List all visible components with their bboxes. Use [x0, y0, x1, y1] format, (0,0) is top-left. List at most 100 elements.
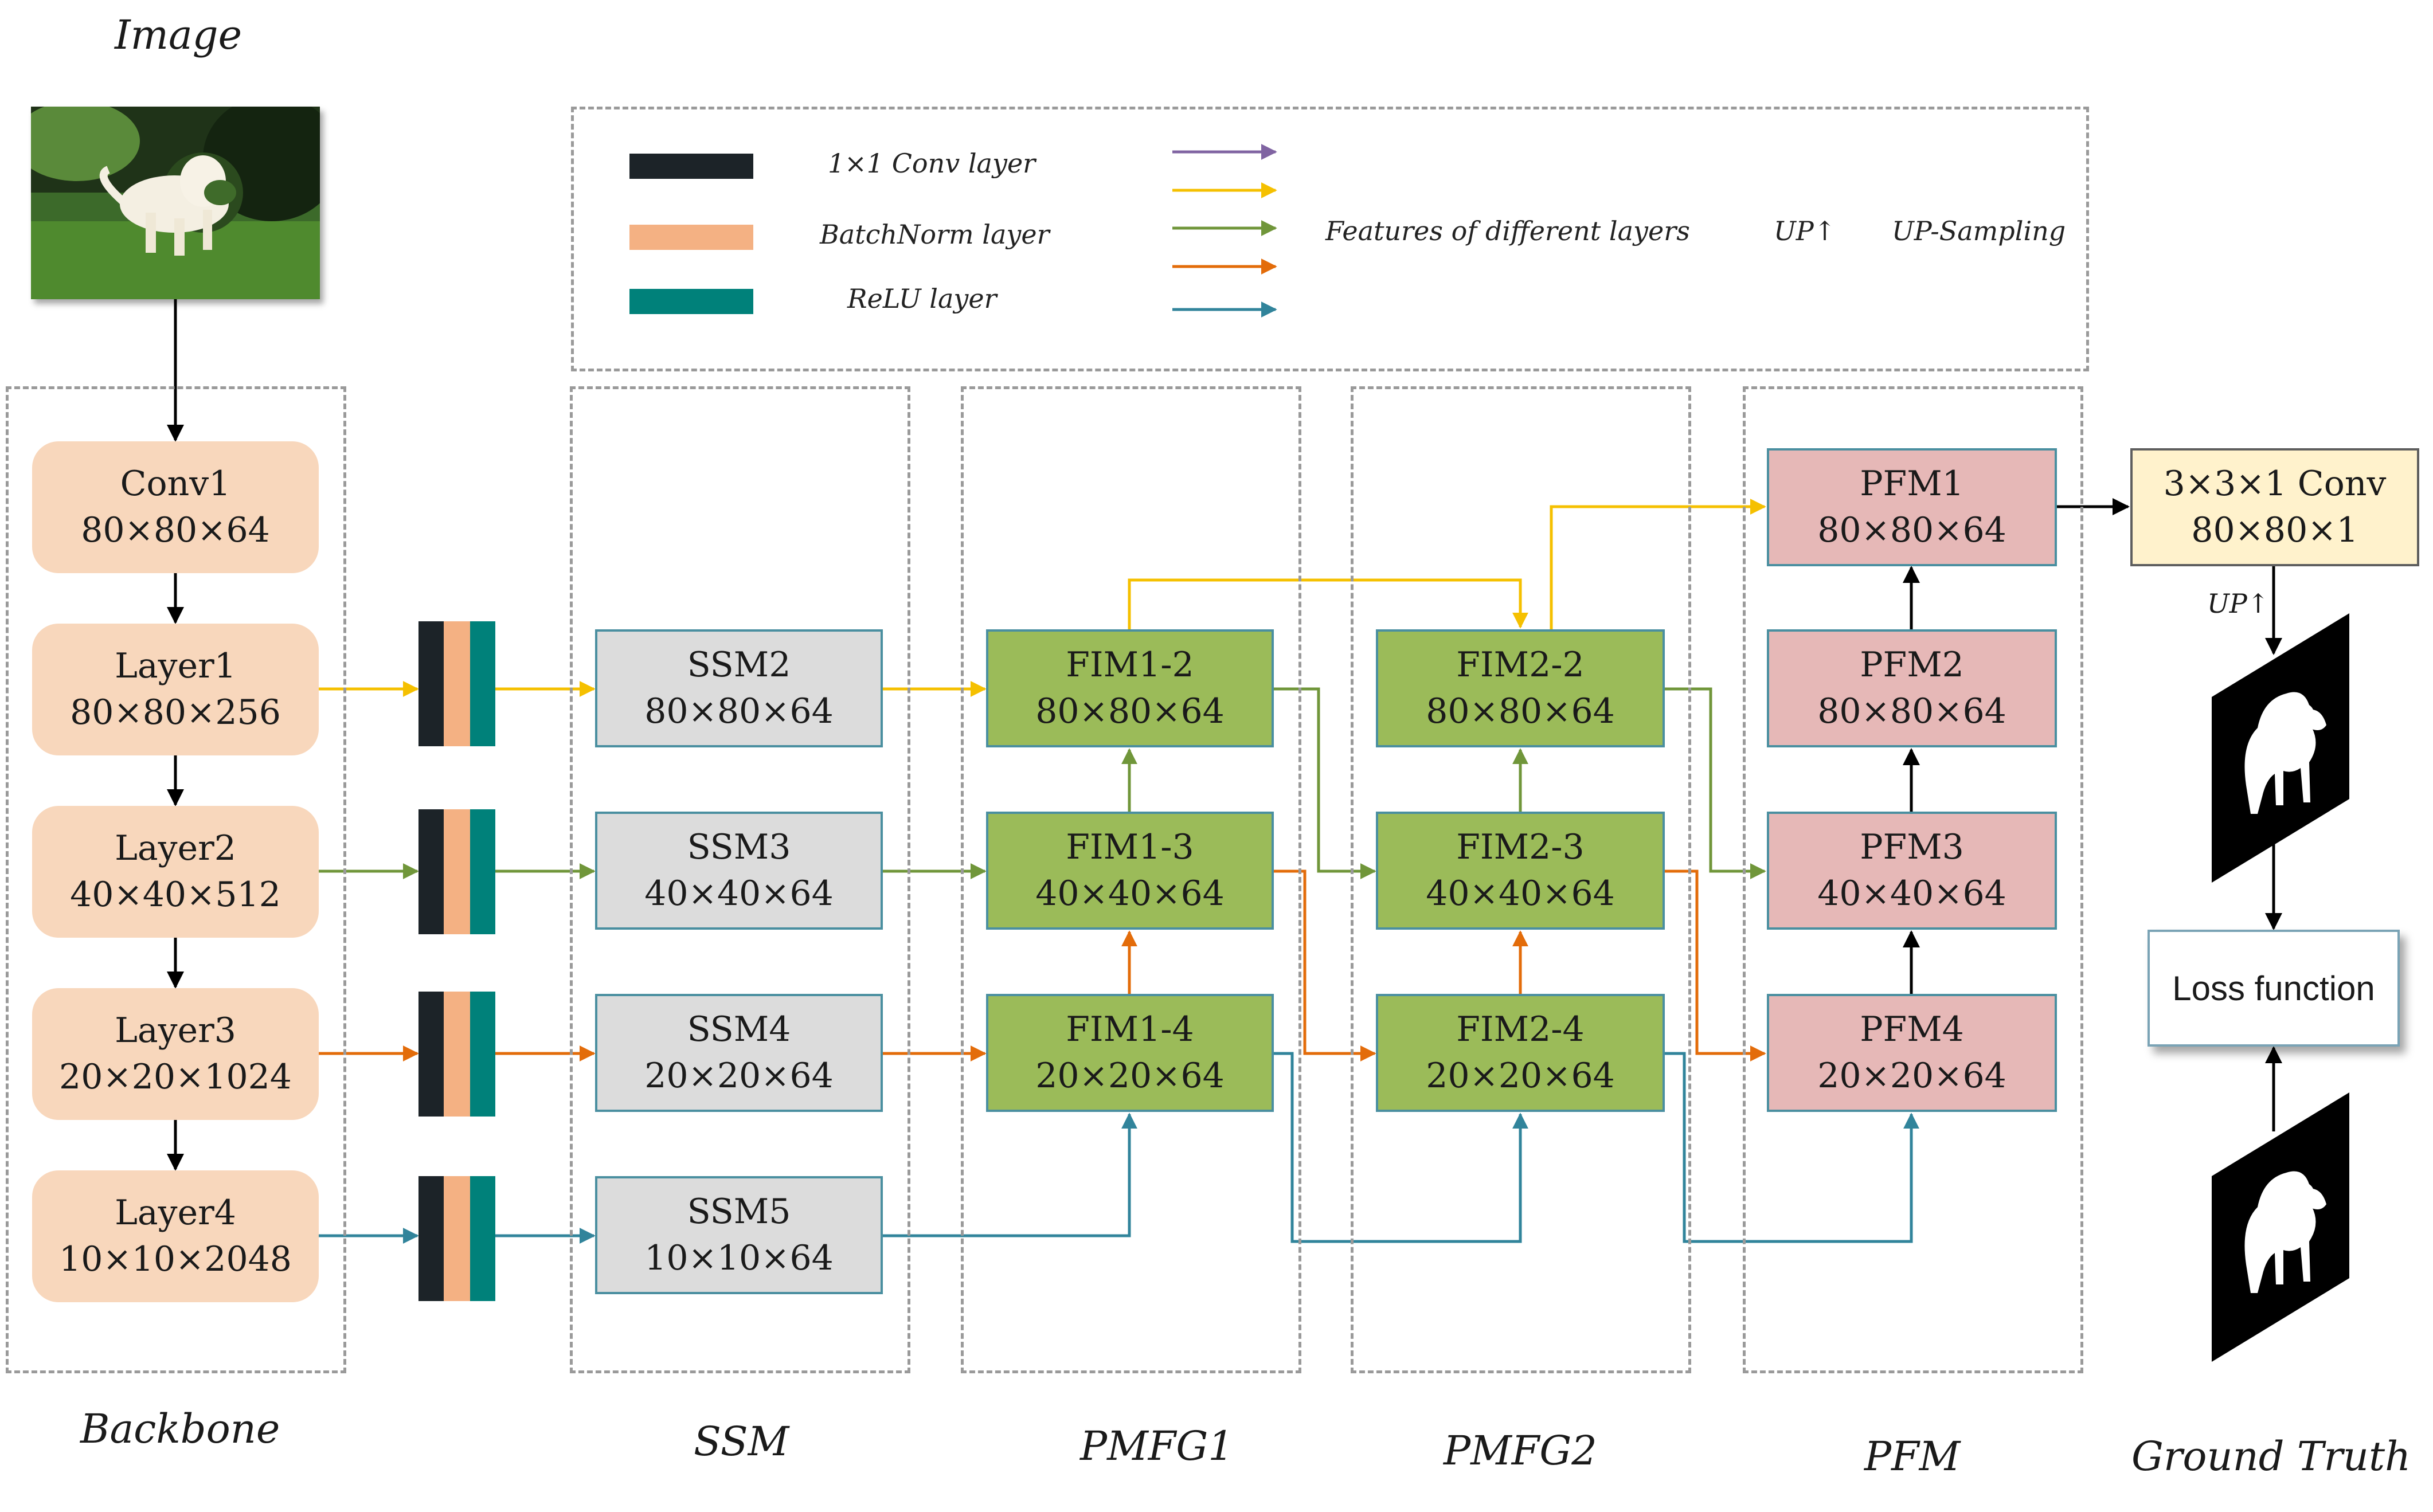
- backbone-layer4-dim: 10×10×2048: [59, 1239, 292, 1279]
- arrow-fim24-pfm4: [1665, 1052, 1919, 1243]
- backbone-conv1-dim: 80×80×64: [81, 510, 270, 550]
- backbone-layer1-name: Layer1: [115, 646, 236, 686]
- arrow-fim23-pfm4: [1665, 869, 1766, 1061]
- backbone-layer2-dim: 40×40×512: [70, 875, 281, 915]
- conv-bn-relu-stack-2: [418, 809, 495, 934]
- legend-frame: [571, 107, 2089, 371]
- legend-conv-swatch: [629, 154, 753, 179]
- arrow-fim22-pfm3: [1665, 687, 1766, 879]
- input-photo: [31, 107, 320, 299]
- fim2-4-box: FIM2-4 20×20×64: [1376, 994, 1665, 1112]
- legend-up-symbol: UP↑: [1774, 216, 1836, 246]
- image-title: Image: [115, 11, 242, 58]
- pmfg2-frame: [1351, 386, 1691, 1373]
- fim1-4-dim: 20×20×64: [1035, 1056, 1225, 1096]
- pfm1-dim: 80×80×64: [1817, 510, 2006, 550]
- pfm3-box: PFM3 40×40×64: [1767, 812, 2057, 930]
- ssm3-name: SSM3: [687, 827, 791, 867]
- fim2-3-name: FIM2-3: [1456, 827, 1585, 867]
- loss-function-box: Loss function: [2148, 930, 2400, 1047]
- pfm4-box: PFM4 20×20×64: [1767, 994, 2057, 1112]
- backbone-title: Backbone: [80, 1405, 280, 1452]
- fim2-2-name: FIM2-2: [1456, 645, 1585, 685]
- backbone-layer1: Layer1 80×80×256: [32, 624, 319, 755]
- conv-bn-relu-stack-3: [418, 992, 495, 1117]
- fim2-2-dim: 80×80×64: [1426, 691, 1615, 731]
- ssm2-name: SSM2: [687, 645, 791, 685]
- legend-up-description: UP-Sampling: [1892, 216, 2066, 246]
- backbone-layer2-name: Layer2: [115, 828, 236, 868]
- fim1-3-name: FIM1-3: [1066, 827, 1194, 867]
- ssm2-dim: 80×80×64: [644, 691, 834, 731]
- ssm3-box: SSM3 40×40×64: [595, 812, 883, 930]
- ssm2-box: SSM2 80×80×64: [595, 629, 883, 747]
- pfm1-name: PFM1: [1860, 464, 1964, 504]
- pmfg1-frame: [961, 386, 1301, 1373]
- arrow-ssm5-fim14: [883, 1113, 1137, 1237]
- backbone-layer1-dim: 80×80×256: [70, 692, 281, 733]
- legend-batchnorm-swatch: [629, 225, 753, 250]
- pfm3-dim: 40×40×64: [1817, 873, 2006, 914]
- arrow-fim22-pfm1: [1550, 499, 1766, 629]
- legend-batchnorm-label: BatchNorm layer: [820, 219, 1050, 250]
- upsample-label: UP↑: [2207, 588, 2270, 619]
- ssm5-name: SSM5: [687, 1192, 791, 1232]
- fim2-3-dim: 40×40×64: [1426, 873, 1615, 914]
- fim1-3-box: FIM1-3 40×40×64: [986, 812, 1274, 930]
- ssm-title: SSM: [694, 1418, 789, 1465]
- ground-truth-title: Ground Truth: [2131, 1433, 2411, 1480]
- fim1-4-name: FIM1-4: [1066, 1009, 1194, 1049]
- ssm3-dim: 40×40×64: [644, 873, 834, 914]
- legend-relu-label: ReLU layer: [847, 283, 997, 314]
- pfm-title: PFM: [1864, 1433, 1961, 1480]
- pfm2-name: PFM2: [1860, 645, 1964, 685]
- fim2-3-box: FIM2-3 40×40×64: [1376, 812, 1665, 930]
- pfm-frame: [1743, 386, 2083, 1373]
- pmfg2-title: PMFG2: [1444, 1427, 1597, 1474]
- backbone-conv1: Conv1 80×80×64: [32, 441, 319, 573]
- output-conv-dim: 80×80×1: [2191, 510, 2358, 550]
- arrow-fim12-fim22: [1128, 578, 1528, 629]
- pfm2-dim: 80×80×64: [1817, 691, 2006, 731]
- backbone-layer3: Layer3 20×20×1024: [32, 988, 319, 1120]
- backbone-layer2: Layer2 40×40×512: [32, 806, 319, 938]
- legend-features-label: Features of different layers: [1325, 216, 1690, 246]
- pfm3-name: PFM3: [1860, 827, 1964, 867]
- loss-function-label: Loss function: [2172, 969, 2375, 1008]
- conv-bn-relu-stack-4: [418, 1176, 495, 1301]
- pfm1-box: PFM1 80×80×64: [1767, 448, 2057, 566]
- fim1-2-name: FIM1-2: [1066, 645, 1194, 685]
- ssm4-box: SSM4 20×20×64: [595, 994, 883, 1112]
- pfm4-dim: 20×20×64: [1817, 1056, 2006, 1096]
- backbone-layer4-name: Layer4: [115, 1193, 236, 1233]
- fim2-2-box: FIM2-2 80×80×64: [1376, 629, 1665, 747]
- fim1-2-box: FIM1-2 80×80×64: [986, 629, 1274, 747]
- backbone-layer3-name: Layer3: [115, 1010, 236, 1051]
- pmfg1-title: PMFG1: [1080, 1423, 1234, 1470]
- backbone-layer3-dim: 20×20×1024: [59, 1057, 292, 1097]
- prediction-mask: [2212, 613, 2349, 883]
- arrow-fim13-fim24: [1274, 869, 1376, 1061]
- legend-relu-swatch: [629, 289, 753, 314]
- backbone-conv1-name: Conv1: [120, 464, 231, 504]
- fim1-4-box: FIM1-4 20×20×64: [986, 994, 1274, 1112]
- ground-truth-mask: [2212, 1092, 2349, 1362]
- output-conv-box: 3×3×1 Conv 80×80×1: [2130, 448, 2419, 566]
- ssm4-dim: 20×20×64: [644, 1056, 834, 1096]
- backbone-layer4: Layer4 10×10×2048: [32, 1170, 319, 1302]
- ssm5-box: SSM5 10×10×64: [595, 1176, 883, 1294]
- fim2-4-name: FIM2-4: [1456, 1009, 1585, 1049]
- ssm4-name: SSM4: [687, 1009, 791, 1049]
- fim1-2-dim: 80×80×64: [1035, 691, 1225, 731]
- ssm5-dim: 10×10×64: [644, 1238, 834, 1278]
- fim1-3-dim: 40×40×64: [1035, 873, 1225, 914]
- pfm2-box: PFM2 80×80×64: [1767, 629, 2057, 747]
- ssm-frame: [570, 386, 910, 1373]
- output-conv-name: 3×3×1 Conv: [2163, 464, 2387, 504]
- arrow-fim12-fim23: [1274, 687, 1376, 879]
- fim2-4-dim: 20×20×64: [1426, 1056, 1615, 1096]
- conv-bn-relu-stack-1: [418, 621, 495, 746]
- backbone-frame: [6, 386, 346, 1373]
